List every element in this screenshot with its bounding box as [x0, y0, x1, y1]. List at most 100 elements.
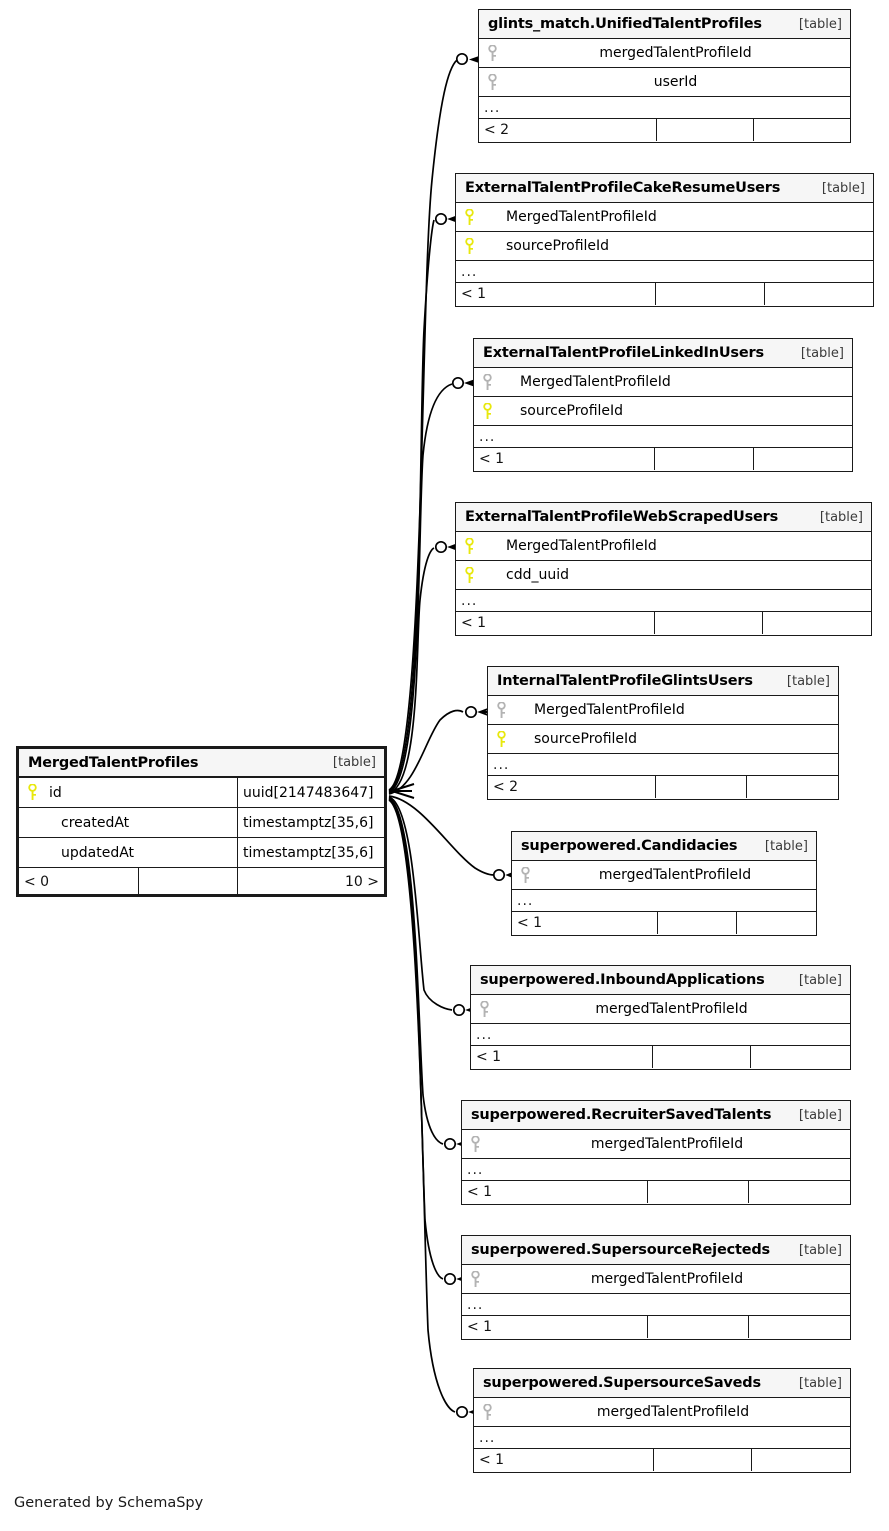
column-row[interactable]: MergedTalentProfileId [456, 203, 873, 232]
primary-key-icon [19, 784, 45, 801]
table-external-webscraped-users[interactable]: ExternalTalentProfileWebScrapedUsers [ta… [455, 502, 872, 636]
edge-linkedin-users [388, 383, 453, 793]
footer-parents-count: < 1 [462, 1316, 649, 1338]
column-name: mergedTalentProfileId [590, 1271, 744, 1287]
footer-parents-count: < 1 [474, 448, 656, 470]
column-name: MergedTalentProfileId [534, 702, 685, 718]
column-name: sourceProfileId [534, 731, 638, 747]
footer-parents-count: < 1 [474, 1449, 655, 1471]
table-tag: [table] [800, 345, 844, 361]
primary-key-icon [488, 730, 514, 748]
footer-middle [648, 1181, 750, 1203]
foreign-key-icon [488, 701, 514, 719]
foreign-key-icon [471, 1000, 497, 1018]
table-external-linkedin-users[interactable]: ExternalTalentProfileLinkedInUsers [tabl… [473, 338, 853, 472]
column-row[interactable]: mergedTalentProfileId [471, 995, 850, 1024]
column-type: uuid[2147483647] [237, 778, 384, 807]
table-tag: [table] [798, 1375, 842, 1391]
footer-children-count [754, 448, 852, 470]
table-unified-talent-profiles[interactable]: glints_match.UnifiedTalentProfiles [tabl… [478, 9, 851, 143]
table-header: superpowered.Candidacies [table] [512, 832, 816, 861]
table-tag: [table] [798, 1107, 842, 1123]
footer-middle [655, 612, 764, 634]
more-columns-indicator: ... [488, 754, 838, 776]
table-title: superpowered.SupersourceSaveds [483, 1375, 761, 1391]
table-footer: < 1 [474, 1449, 850, 1471]
column-name: updatedAt [61, 844, 135, 861]
footer-parents-count: < 0 [19, 868, 140, 894]
table-title: InternalTalentProfileGlintsUsers [497, 673, 753, 689]
table-merged-talent-profiles[interactable]: MergedTalentProfiles [table] id uuid[214… [16, 746, 387, 897]
table-footer: < 1 [462, 1316, 850, 1338]
primary-key-icon [456, 566, 482, 584]
table-tag: [table] [764, 838, 808, 854]
table-header: ExternalTalentProfileCakeResumeUsers [ta… [456, 174, 873, 203]
table-header: superpowered.SupersourceRejecteds [table… [462, 1236, 850, 1265]
footer-middle [139, 868, 238, 894]
column-row[interactable]: userId [479, 68, 850, 97]
table-superpowered-candidacies[interactable]: superpowered.Candidacies [table] mergedT… [511, 831, 817, 936]
footer-children-count [763, 612, 871, 634]
more-columns-indicator: ... [462, 1159, 850, 1181]
footer-parents-count: < 1 [471, 1046, 653, 1068]
column-name: MergedTalentProfileId [506, 538, 657, 554]
column-row[interactable]: sourceProfileId [488, 725, 838, 754]
footer-children-count: 10 > [345, 873, 379, 890]
footer-children-count [737, 912, 816, 934]
column-name: userId [653, 74, 698, 90]
column-row[interactable]: id uuid[2147483647] [19, 778, 384, 808]
column-name: mergedTalentProfileId [598, 867, 752, 883]
table-tag: [table] [821, 180, 865, 196]
table-superpowered-supersource-rejecteds[interactable]: superpowered.SupersourceRejecteds [table… [461, 1235, 851, 1340]
foreign-key-icon [479, 44, 505, 62]
more-columns-indicator: ... [479, 97, 850, 119]
footer-parents-count: < 2 [488, 776, 656, 798]
primary-key-icon [456, 237, 482, 255]
foreign-key-icon [462, 1270, 488, 1288]
column-row[interactable]: updatedAt timestamptz[35,6] [19, 838, 384, 868]
table-header: ExternalTalentProfileWebScrapedUsers [ta… [456, 503, 871, 532]
table-superpowered-supersource-saveds[interactable]: superpowered.SupersourceSaveds [table] m… [473, 1368, 851, 1473]
column-row[interactable]: mergedTalentProfileId [462, 1265, 850, 1294]
primary-key-icon [456, 208, 482, 226]
column-name: MergedTalentProfileId [506, 209, 657, 225]
table-internal-glints-users[interactable]: InternalTalentProfileGlintsUsers [table]… [487, 666, 839, 800]
footer-parents-count: < 2 [479, 119, 658, 141]
column-row[interactable]: MergedTalentProfileId [456, 532, 871, 561]
edge-supersource-rejecteds [388, 798, 444, 1280]
column-row[interactable]: createdAt timestamptz[35,6] [19, 808, 384, 838]
table-superpowered-recruiter-saved-talents[interactable]: superpowered.RecruiterSavedTalents [tabl… [461, 1100, 851, 1205]
table-title: superpowered.Candidacies [521, 838, 738, 854]
table-footer: < 0 10 > [19, 868, 384, 894]
footer-children-count [765, 283, 873, 305]
table-title: superpowered.RecruiterSavedTalents [471, 1107, 772, 1123]
column-row[interactable]: mergedTalentProfileId [462, 1130, 850, 1159]
column-row[interactable]: mergedTalentProfileId [479, 39, 850, 68]
column-type: timestamptz[35,6] [237, 808, 384, 837]
edge-unified-talent-profiles [388, 59, 458, 791]
column-row[interactable]: sourceProfileId [456, 232, 873, 261]
footer-parents-count: < 1 [456, 612, 656, 634]
column-name: sourceProfileId [506, 238, 610, 254]
table-external-cake-resume-users[interactable]: ExternalTalentProfileCakeResumeUsers [ta… [455, 173, 874, 307]
primary-key-icon [474, 402, 500, 420]
table-header: InternalTalentProfileGlintsUsers [table] [488, 667, 838, 696]
column-row[interactable]: MergedTalentProfileId [488, 696, 838, 725]
column-row[interactable]: cdd_uuid [456, 561, 871, 590]
column-row[interactable]: mergedTalentProfileId [474, 1398, 850, 1427]
table-tag: [table] [332, 755, 376, 770]
column-row[interactable]: MergedTalentProfileId [474, 368, 852, 397]
column-row[interactable]: mergedTalentProfileId [512, 861, 816, 890]
table-tag: [table] [786, 673, 830, 689]
footer-children-count [754, 119, 850, 141]
table-footer: < 1 [456, 612, 871, 634]
more-columns-indicator: ... [474, 1427, 850, 1449]
table-title: MergedTalentProfiles [28, 754, 199, 771]
table-footer: < 2 [488, 776, 838, 798]
table-footer: < 2 [479, 119, 850, 141]
column-name: mergedTalentProfileId [596, 1404, 750, 1420]
column-row[interactable]: sourceProfileId [474, 397, 852, 426]
foreign-key-icon [474, 1403, 500, 1421]
table-superpowered-inbound-applications[interactable]: superpowered.InboundApplications [table]… [470, 965, 851, 1070]
